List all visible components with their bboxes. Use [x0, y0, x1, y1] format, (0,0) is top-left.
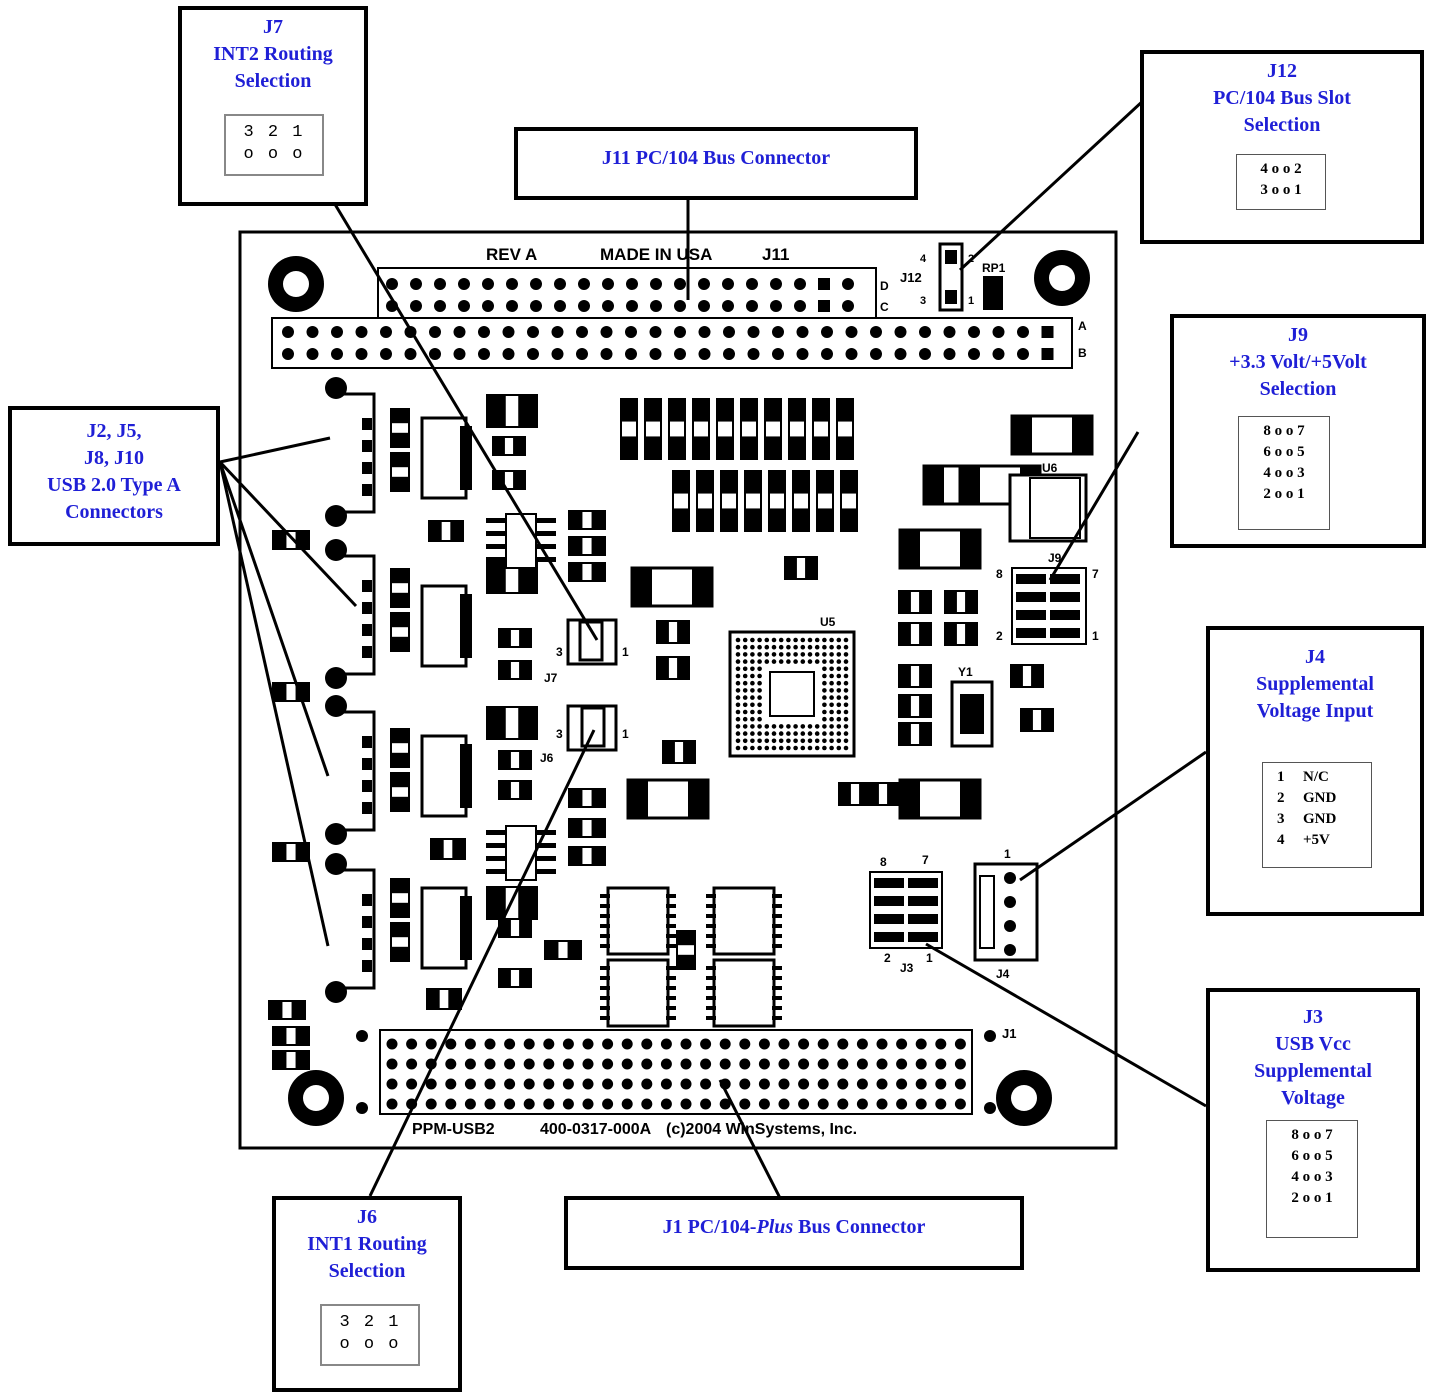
silk-j11: J11: [762, 245, 789, 264]
usb-connectors: [325, 377, 376, 1003]
svg-text:U6: U6: [1042, 461, 1058, 475]
svg-text:J12: J12: [900, 270, 922, 285]
svg-text:C: C: [880, 300, 889, 314]
svg-text:8: 8: [880, 855, 887, 869]
mounting-hole-tl: [268, 256, 324, 312]
j3-jumper-block: J3 8 7 2 1: [869, 853, 943, 975]
j7-jumper-board: 3 1 J7: [544, 618, 629, 685]
svg-text:1: 1: [1092, 629, 1099, 643]
j1-callout: J1 PC/104-Plus Bus Connector: [564, 1196, 1024, 1270]
svg-text:U5: U5: [820, 615, 836, 629]
svg-text:J6: J6: [540, 751, 554, 765]
u6-chip: U6: [1008, 461, 1088, 543]
svg-text:Y1: Y1: [958, 665, 973, 679]
j6-pin-diagram: 3 2 1 o o o: [320, 1304, 420, 1366]
j11-connector: D C: [377, 267, 889, 319]
svg-text:RP1: RP1: [982, 261, 1006, 275]
svg-text:J9: J9: [1048, 551, 1062, 565]
j1-connector: J1: [356, 1026, 1016, 1115]
svg-text:4: 4: [920, 253, 927, 265]
svg-text:1: 1: [968, 295, 974, 307]
mounting-hole-br: [996, 1070, 1052, 1126]
svg-text:7: 7: [1092, 567, 1099, 581]
u5-chip: U5: [728, 615, 856, 758]
svg-text:D: D: [880, 279, 889, 293]
silk-rev: REV A: [486, 245, 537, 264]
svg-text:8: 8: [996, 567, 1003, 581]
svg-text:1: 1: [1004, 847, 1011, 861]
silk-part-number: 400-0317-000A: [540, 1121, 652, 1138]
j6-callout: J6 INT1 Routing Selection 3 2 1 o o o: [272, 1196, 462, 1392]
svg-text:J3: J3: [900, 961, 914, 975]
svg-text:7: 7: [922, 853, 929, 867]
svg-text:J4: J4: [996, 967, 1010, 981]
mounting-hole-tr: [1034, 250, 1090, 306]
j6-jumper-board: 3 1 J6: [540, 704, 629, 765]
svg-text:B: B: [1078, 346, 1087, 360]
j3-pin-diagram: 8 o o 7 6 o o 5 4 o o 3 2 o o 1: [1266, 1120, 1358, 1238]
svg-text:1: 1: [622, 645, 629, 659]
y1-crystal: Y1: [950, 665, 994, 748]
svg-text:2: 2: [884, 951, 891, 965]
svg-text:J1: J1: [1002, 1026, 1016, 1041]
j7-pin-diagram: 3 2 1 o o o: [224, 114, 324, 176]
svg-text:1: 1: [926, 951, 933, 965]
svg-text:3: 3: [556, 727, 563, 741]
mounting-hole-bl: [288, 1070, 344, 1126]
svg-text:3: 3: [556, 645, 563, 659]
j7-callout: J7 INT2 Routing Selection 3 2 1 o o o: [178, 6, 368, 206]
svg-text:2: 2: [996, 629, 1003, 643]
j9-jumper-block: J9 8 7 2 1: [996, 551, 1099, 645]
j12-callout: J12 PC/104 Bus Slot Selection 4 o o 2 3 …: [1140, 50, 1424, 244]
svg-text:J7: J7: [544, 671, 558, 685]
j12-pin-diagram: 4 o o 2 3 o o 1: [1236, 154, 1326, 210]
usb-connectors-callout: J2, J5, J8, J10 USB 2.0 Type A Connector…: [8, 406, 220, 546]
svg-text:A: A: [1078, 319, 1087, 333]
silk-made-in: MADE IN USA: [600, 245, 712, 264]
svg-text:3: 3: [920, 295, 926, 307]
svg-text:1: 1: [622, 727, 629, 741]
j11-callout: J11 PC/104 Bus Connector: [514, 127, 918, 200]
j4-power-connector: 1 J4: [973, 847, 1039, 981]
j9-pin-diagram: 8 o o 7 6 o o 5 4 o o 3 2 o o 1: [1238, 416, 1330, 530]
j9-callout: J9 +3.3 Volt/+5Volt Selection 8 o o 7 6 …: [1170, 314, 1426, 548]
rp1-resistor-pack: RP1: [982, 261, 1006, 310]
silk-copyright: (c)2004 WinSystems, Inc.: [666, 1121, 857, 1138]
j1-top-connector: A B: [271, 317, 1087, 369]
j3-callout: J3 USB Vcc Supplemental Voltage 8 o o 7 …: [1206, 988, 1420, 1272]
leader-lines: [218, 98, 1207, 1199]
silk-model: PPM-USB2: [412, 1121, 495, 1138]
